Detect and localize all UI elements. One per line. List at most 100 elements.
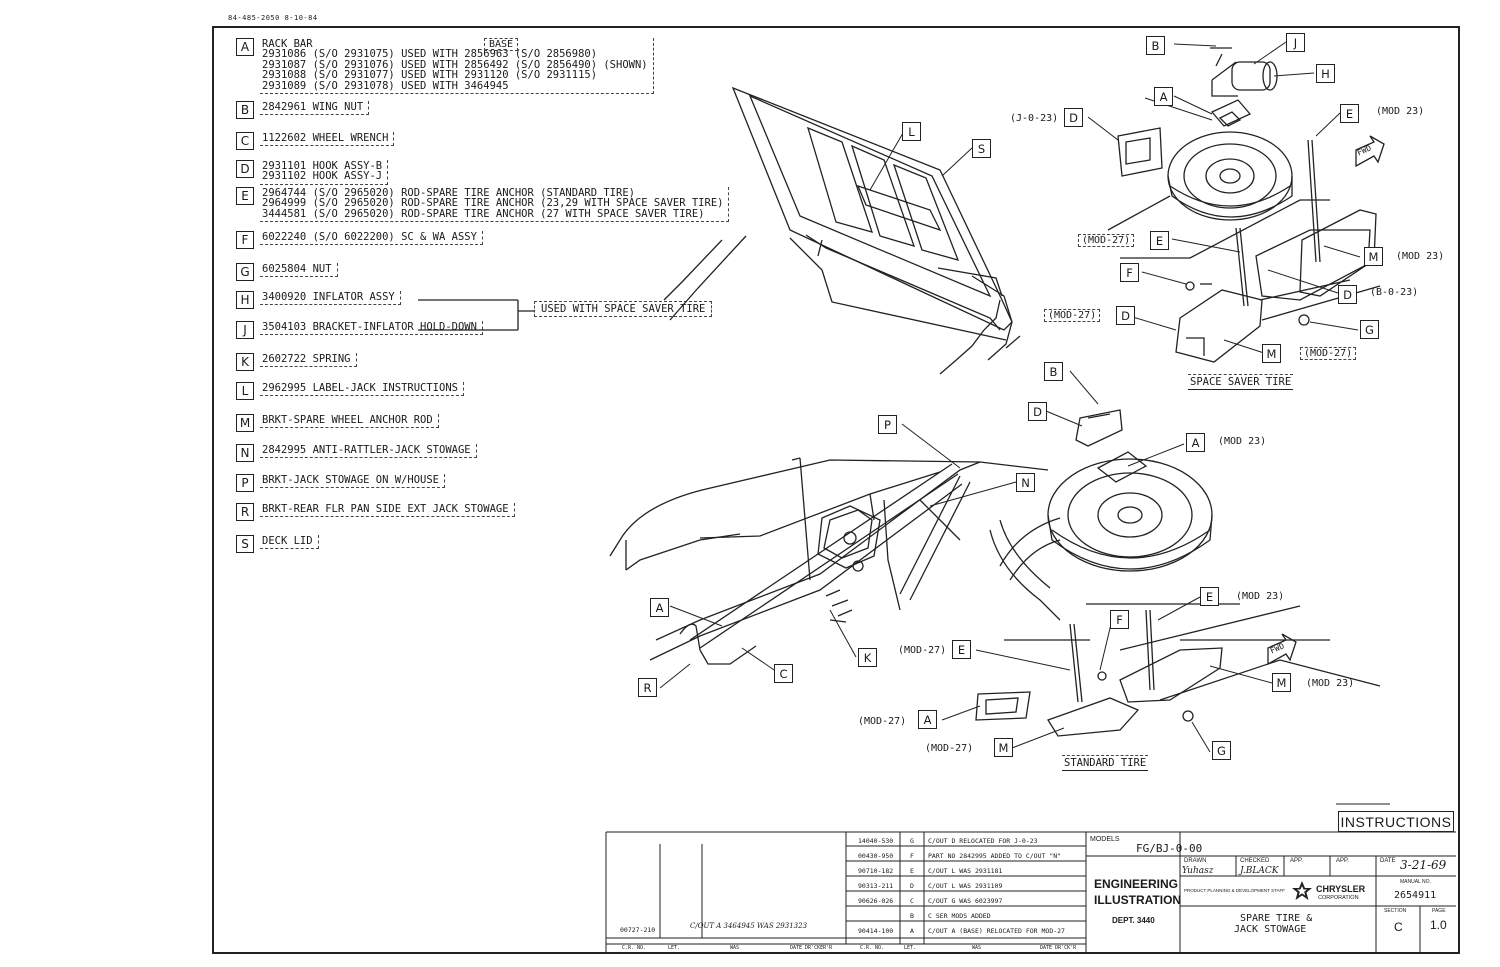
page-value: 1.0 — [1430, 918, 1447, 932]
mod-label-mod23: (MOD 23) — [1218, 436, 1267, 447]
callout-a-space-saver: A — [1154, 87, 1173, 106]
legend-line: 2964999 (S/O 2965020) ROD-SPARE TIRE ANC… — [262, 197, 724, 210]
manual-value: 2654911 — [1394, 890, 1437, 901]
mod-label-b023: (B-0-23) — [1370, 287, 1419, 298]
models-value: FG/BJ-0-00 — [1136, 842, 1203, 855]
legend-row-p: P BRKT-JACK STOWAGE ON W/HOUSE — [236, 474, 446, 492]
callout-c: C — [774, 664, 793, 683]
revision-letter: C — [910, 897, 914, 905]
legend-line: 3444581 (S/O 2965020) ROD-SPARE TIRE ANC… — [262, 207, 705, 220]
legend-line: 2931086 (S/O 2931075) USED WITH 2856963 … — [262, 48, 598, 61]
legend-text: DECK LID — [260, 535, 319, 550]
base-tag: BASE — [484, 38, 519, 51]
ppd-label: PRODUCT PLANNING & DEVELOPMENT STAFF — [1184, 888, 1286, 893]
mod-label-mod27: (MOD-27) — [1078, 234, 1135, 247]
revision-text: C/OUT A 3464945 WAS 2931323 — [690, 922, 808, 930]
legend-line: 2931089 (S/O 2931078) USED WITH 3464945 — [262, 79, 509, 92]
legend-line: 2964744 (S/O 2965020) ROD-SPARE TIRE ANC… — [262, 187, 635, 199]
mod-label-mod27: (MOD-27) — [898, 645, 947, 656]
callout-r: R — [638, 678, 657, 697]
revision-cr: 00727-210 — [620, 926, 656, 934]
revision-letter: F — [910, 852, 914, 860]
legend-line: DECK LID — [262, 535, 313, 547]
revision-letter: E — [910, 867, 914, 875]
space-saver-assembly — [1107, 47, 1385, 363]
legend-line: BRKT-JACK STOWAGE ON W/HOUSE — [262, 474, 440, 486]
space-saver-tire-title: SPACE SAVER TIRE — [1188, 374, 1294, 390]
brand-name: CHRYSLER — [1316, 884, 1366, 894]
callout-a-jack: A — [650, 598, 669, 617]
legend-letter: J — [236, 321, 254, 339]
subject-line-2: JACK STOWAGE — [1234, 924, 1307, 935]
legend-row-f: F 6022240 (S/O 6022200) SC & WA ASSY — [236, 231, 483, 249]
revision-cr: 00430-950 — [858, 852, 894, 860]
revision-letter: G — [910, 837, 914, 845]
mod-label-mod23: (MOD 23) — [1306, 678, 1355, 689]
legend-letter: P — [236, 474, 254, 492]
revision-letter: A — [910, 927, 914, 935]
approval-label: APP. — [1336, 858, 1349, 864]
legend-line: 2842995 ANTI-RATTLER-JACK STOWAGE — [262, 444, 471, 456]
standard-assembly — [975, 409, 1381, 737]
callout-d-b: D — [1338, 285, 1357, 304]
brand-sub: CORPORATION — [1318, 895, 1359, 901]
legend-letter: G — [236, 263, 254, 281]
callout-h: H — [1316, 64, 1335, 83]
legend-line: 6022240 (S/O 6022200) SC & WA ASSY — [262, 231, 477, 243]
callout-k: K — [858, 648, 877, 667]
manual-label: MANUAL NO. — [1400, 879, 1431, 885]
mod-label-j023: (J-0-23) — [1010, 113, 1059, 124]
revision-text: C/OUT D RELOCATED FOR J-0-23 — [928, 837, 1038, 845]
revision-text: C SER MODS ADDED — [928, 912, 991, 920]
callout-a-mod23: A — [1186, 433, 1205, 452]
legend-letter: M — [236, 414, 254, 432]
revision-footer-label: LET. — [904, 945, 917, 951]
callout-m-mod23-bottom: M — [1272, 673, 1291, 692]
revision-footer-label: DATE DR'CKER'R — [790, 945, 833, 951]
callout-e-mod27-bottom: E — [952, 640, 971, 659]
callout-e-mod23-bottom: E — [1200, 587, 1219, 606]
callout-e-mod23-top: E — [1340, 104, 1359, 123]
header-code: 84-485-2050 8-10-84 — [228, 14, 318, 22]
legend-letter: N — [236, 444, 254, 462]
legend-line: BRKT-REAR FLR PAN SIDE EXT JACK STOWAGE — [262, 503, 509, 515]
callout-m-mod27-bottom: M — [994, 738, 1013, 757]
date-value: 3-21-69 — [1400, 858, 1447, 872]
callout-f-standard: F — [1110, 610, 1129, 629]
callout-n: N — [1016, 473, 1035, 492]
revision-footer-label: DATE DR'CK'R — [1040, 945, 1077, 951]
legend-text: BRKT-JACK STOWAGE ON W/HOUSE — [260, 474, 446, 489]
legend-text: 2842961 WING NUT — [260, 101, 370, 116]
callout-p: P — [878, 415, 897, 434]
legend-text: 2962995 LABEL-JACK INSTRUCTIONS — [260, 382, 464, 397]
revision-footer-label: WAS — [972, 945, 982, 951]
legend-text: BRKT-SPARE WHEEL ANCHOR ROD — [260, 414, 439, 429]
revision-text: C/OUT G WAS 6023997 — [928, 897, 1003, 905]
revision-text: C/OUT A (BASE) RELOCATED FOR MOD-27 — [928, 927, 1065, 935]
mod-label-mod27: (MOD-27) — [1044, 309, 1101, 322]
mod-label-mod27: (MOD-27) — [925, 743, 974, 754]
legend-text: BRKT-REAR FLR PAN SIDE EXT JACK STOWAGE — [260, 503, 515, 518]
used-with-space-saver-note: USED WITH SPACE SAVER TIRE — [534, 301, 713, 317]
legend-line: 1122602 WHEEL WRENCH — [262, 132, 389, 144]
legend-letter: L — [236, 382, 254, 400]
legend-letter: F — [236, 231, 254, 249]
legend-letter: E — [236, 187, 254, 205]
revision-letter: B — [910, 912, 914, 920]
legend-line: 2931087 (S/O 2931076) USED WITH 2856492 … — [262, 58, 648, 71]
legend-line: BRKT-SPARE WHEEL ANCHOR ROD — [262, 414, 433, 426]
legend-line: 2931088 (S/O 2931077) USED WITH 2931120 … — [262, 69, 598, 82]
engineering-label: ENGINEERING — [1094, 877, 1179, 891]
callout-s: S — [972, 139, 991, 158]
mod-label-mod23: (MOD 23) — [1236, 591, 1285, 602]
legend-letter: R — [236, 503, 254, 521]
illustration-label: ILLUSTRATION — [1094, 893, 1182, 907]
callout-m-mod27-top: M — [1262, 344, 1281, 363]
